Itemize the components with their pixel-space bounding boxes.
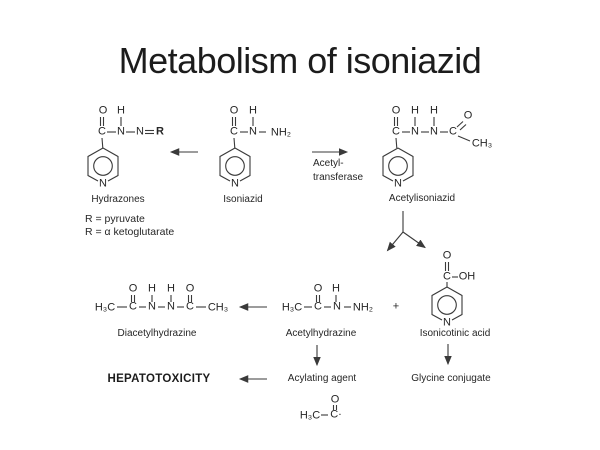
acetyl-radical-o-atom: O: [330, 393, 340, 406]
acetylisoniazid-c2-atom: C: [449, 125, 457, 138]
acetyl-radical-bonds: [321, 405, 337, 415]
acetylhydrazine-o-atom: O: [313, 282, 323, 295]
isonicotinic-ring-n-atom: N: [443, 316, 451, 329]
acetylisoniazid-ch3-group: CH₃: [471, 137, 493, 150]
acetylisoniazid-h1-atom: H: [411, 104, 419, 117]
acetylisoniazid-ring-n-atom: N: [394, 177, 402, 190]
r-note-ketoglutarate: R = α ketoglutarate: [85, 225, 175, 238]
isoniazid-pyridine-ring: [220, 148, 250, 181]
acetylisoniazid-c1-atom: C: [392, 125, 400, 138]
isonicotinic-c-atom: C: [443, 270, 451, 283]
acetyl-radical-h3c-group: H₃C: [299, 409, 321, 422]
acetylhydrazine-label: Acetylhydrazine: [285, 328, 357, 339]
isoniazid-o-atom: O: [229, 104, 239, 117]
acetylhydrazine-h-atom: H: [332, 282, 340, 295]
diacetylhydrazine-label: Diacetylhydrazine: [117, 328, 197, 339]
diacetylhydrazine-c1-atom: C: [129, 300, 137, 313]
hydrazones-n2-atom: N: [136, 125, 144, 138]
plus-sign: +: [392, 300, 400, 313]
acetylhydrazine-bonds: [304, 295, 351, 307]
isonicotinic-oh-group: OH: [458, 270, 476, 283]
isoniazid-ring-n-atom: N: [231, 177, 239, 190]
hydrazones-bonds: [101, 117, 155, 148]
hydrazones-r-group: R: [156, 125, 164, 138]
isoniazid-n-atom: N: [249, 125, 257, 138]
enzyme-label-line1: Acetyl-: [313, 158, 344, 169]
diacetylhydrazine-ch3-group: CH₃: [207, 301, 229, 314]
r-note-pyruvate: R = pyruvate: [85, 212, 145, 225]
hydrazones-ring-n-atom: N: [99, 177, 107, 190]
diacetylhydrazine-h2-atom: H: [167, 282, 175, 295]
isonicotinic-acid-label: Isonicotinic acid: [419, 328, 491, 339]
isoniazid-bonds: [233, 117, 267, 148]
acetyl-radical-c-atom: C·: [330, 408, 342, 421]
isonicotinic-o-atom: O: [442, 249, 452, 262]
acetylhydrazine-nh2-group: NH₂: [352, 301, 374, 314]
acetylisoniazid-bonds: [395, 117, 471, 148]
diacetylhydrazine-h3c-group: H₃C: [94, 301, 116, 314]
isoniazid-c-atom: C: [230, 125, 238, 138]
hepatotoxicity-label: HEPATOTOXICITY: [107, 373, 211, 385]
glycine-conjugate-label: Glycine conjugate: [411, 373, 491, 384]
isoniazid-label: Isoniazid: [223, 194, 263, 205]
acetylisoniazid-n2-atom: N: [430, 125, 438, 138]
diacetylhydrazine-n2-atom: N: [167, 300, 175, 313]
isonicotinic-acid-pyridine-ring: [432, 287, 462, 320]
isonicotinic-acid-bonds: [446, 262, 459, 287]
hydrazones-h-atom: H: [117, 104, 125, 117]
enzyme-label-line2: transferase: [313, 172, 364, 183]
hydrazones-c-atom: C: [98, 125, 106, 138]
hydrazones-label: Hydrazones: [91, 194, 145, 205]
acetylhydrazine-h3c-group: H₃C: [281, 301, 303, 314]
arrow-acetylisoniazid-branch: [386, 211, 426, 252]
acetylisoniazid-h2-atom: H: [430, 104, 438, 117]
acetylisoniazid-o1-atom: O: [391, 104, 401, 117]
acetylisoniazid-pyridine-ring: [383, 148, 413, 181]
diacetylhydrazine-o1-atom: O: [128, 282, 138, 295]
diacetylhydrazine-o2-atom: O: [185, 282, 195, 295]
hydrazones-n1-atom: N: [117, 125, 125, 138]
hydrazones-o-atom: O: [98, 104, 108, 117]
diacetylhydrazine-c2-atom: C: [186, 300, 194, 313]
acetylisoniazid-o2-atom: O: [463, 109, 473, 122]
diacetylhydrazine-h1-atom: H: [148, 282, 156, 295]
diacetylhydrazine-bonds: [117, 295, 206, 307]
acetylisoniazid-n1-atom: N: [411, 125, 419, 138]
isoniazid-nh2-group: NH₂: [270, 126, 292, 139]
diacetylhydrazine-n1-atom: N: [148, 300, 156, 313]
hydrazones-pyridine-ring: [88, 148, 118, 181]
acetylhydrazine-n-atom: N: [333, 300, 341, 313]
page-title: Metabolism of isoniazid: [118, 40, 482, 81]
isoniazid-h-atom: H: [249, 104, 257, 117]
acylating-agent-label: Acylating agent: [287, 373, 357, 384]
acetylisoniazid-label: Acetylisoniazid: [388, 193, 456, 204]
acetylhydrazine-c-atom: C: [314, 300, 322, 313]
